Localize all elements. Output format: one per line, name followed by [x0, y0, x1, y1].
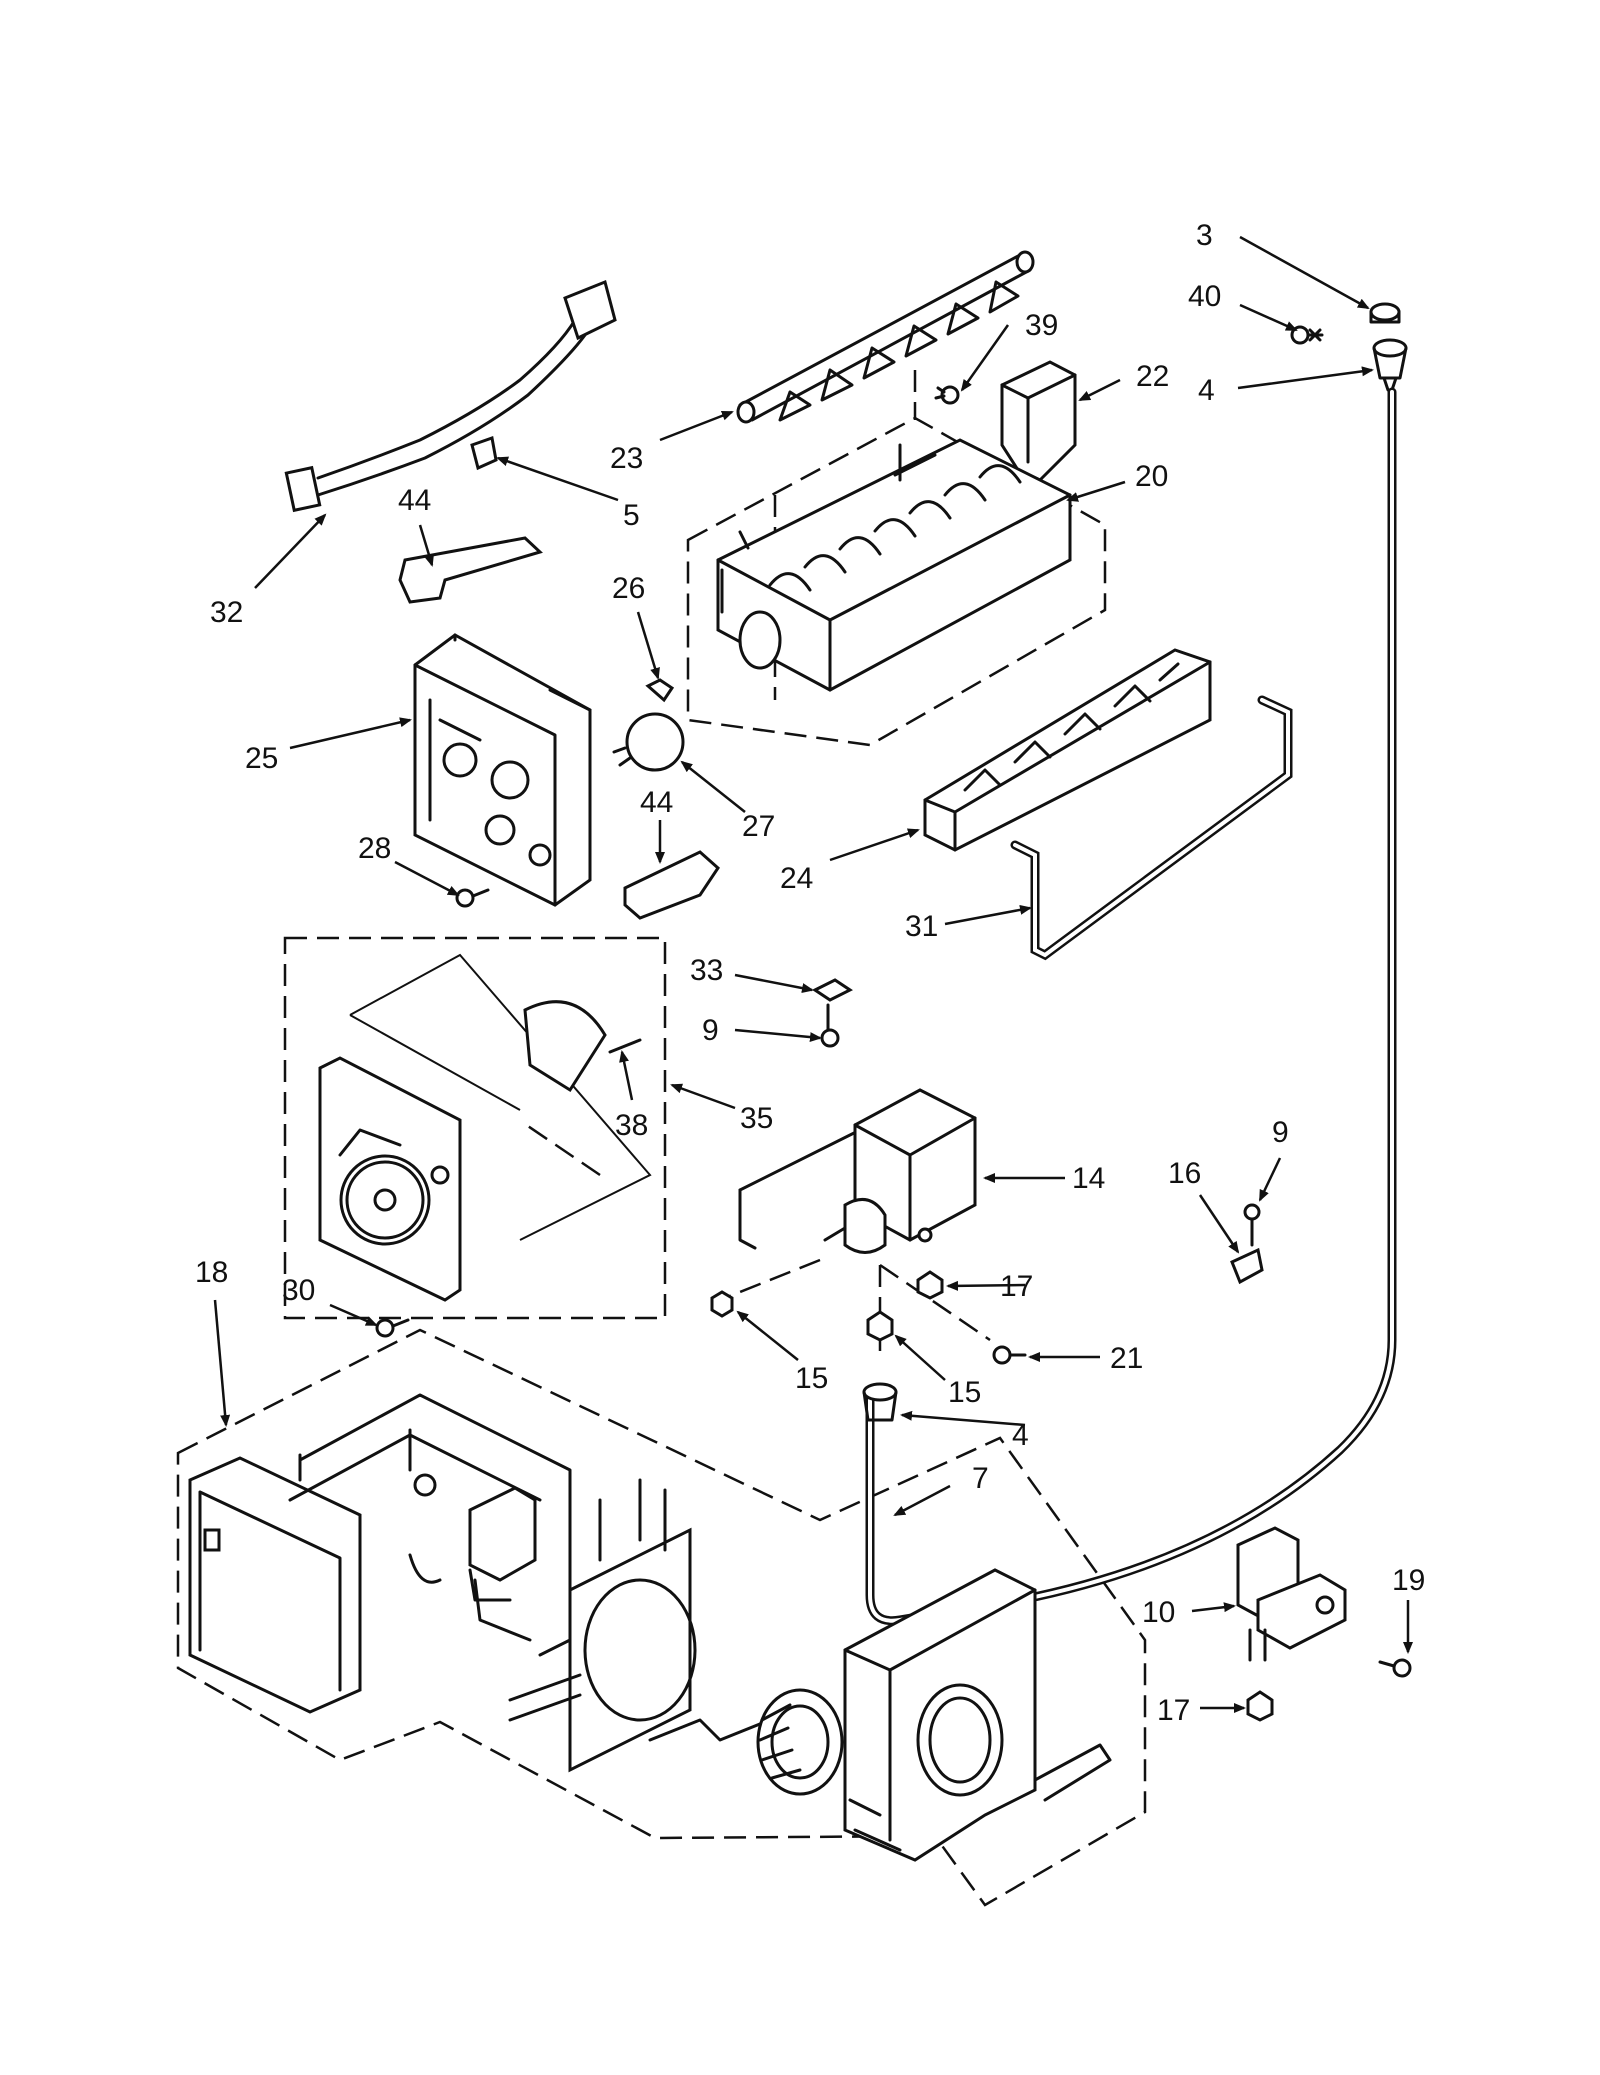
part-22-fill-cup	[1000, 360, 1077, 482]
assembly-outline-35	[283, 936, 667, 1320]
part-5-clip	[470, 436, 498, 471]
callout-35: 35	[740, 1102, 773, 1135]
part-44-bracket-top	[398, 536, 543, 604]
part-10-inlet-valve	[1236, 1526, 1347, 1662]
part-17-nut-b	[1246, 1690, 1274, 1722]
part-15-nut-b	[866, 1310, 894, 1342]
part-18-housing	[188, 1393, 1112, 1862]
part-33-clip	[812, 978, 853, 1002]
callout-38: 38	[615, 1109, 648, 1142]
part-4-nut-top	[1372, 338, 1408, 392]
callout-33: 33	[690, 954, 723, 987]
part-3-clamp	[1369, 302, 1401, 324]
callout-23: 23	[610, 442, 643, 475]
callout-28: 28	[358, 832, 391, 865]
callout-19: 19	[1392, 1564, 1425, 1597]
leader-lines	[213, 235, 1413, 1713]
callout-39: 39	[1025, 309, 1058, 342]
water-tube-long	[865, 387, 1397, 1626]
callout-9-right: 9	[1272, 1116, 1289, 1149]
assembly-outline-18	[176, 1328, 1147, 1907]
part-31-arm	[1010, 695, 1293, 961]
callout-18: 18	[195, 1256, 228, 1289]
callout-10: 10	[1142, 1596, 1175, 1629]
callout-9-left: 9	[702, 1014, 719, 1047]
part-19-screw	[1378, 1658, 1412, 1678]
callout-4-lower: 4	[1012, 1419, 1029, 1452]
part-15-nut-a	[710, 1290, 734, 1318]
part-25-housing	[413, 633, 592, 907]
part-32-wire-harness	[284, 279, 617, 513]
part-14-water-valve	[738, 1088, 977, 1254]
callout-labels: 3 40 4 39 22 23 20 5 44 32 26 25 27 44 2…	[195, 219, 1425, 1727]
part-21-screw	[992, 1345, 1027, 1365]
callout-17-upper: 17	[1000, 1270, 1033, 1303]
part-44-bracket-lower	[623, 850, 720, 920]
callout-17-lower: 17	[1157, 1694, 1190, 1727]
part-17-nut-a	[916, 1270, 944, 1300]
callout-7: 7	[972, 1462, 989, 1495]
callout-40: 40	[1188, 280, 1221, 313]
callout-15-left: 15	[795, 1362, 828, 1395]
part-28-screw	[455, 888, 490, 908]
callout-25: 25	[245, 742, 278, 775]
callout-44-lower: 44	[640, 786, 673, 819]
part-9-screw-a	[820, 1003, 840, 1048]
part-27-motor	[612, 712, 685, 772]
callout-44-top: 44	[398, 484, 431, 517]
callout-30: 30	[282, 1274, 315, 1307]
part-4-nut-lower	[862, 1382, 898, 1422]
part-24-stripper	[923, 648, 1212, 852]
callout-5: 5	[623, 499, 640, 532]
callout-14: 14	[1072, 1162, 1105, 1195]
callout-27: 27	[742, 810, 775, 843]
part-9-screw-b	[1243, 1203, 1261, 1247]
callout-15-right: 15	[948, 1376, 981, 1409]
callout-3: 3	[1196, 219, 1213, 252]
callout-32: 32	[210, 596, 243, 629]
callout-21: 21	[1110, 1342, 1143, 1375]
callout-4-top: 4	[1198, 374, 1215, 407]
part-20-ice-mold	[716, 438, 1072, 692]
part-39-screw	[934, 385, 960, 405]
callout-31: 31	[905, 910, 938, 943]
part-30-screw	[375, 1318, 410, 1338]
part-26-clip	[645, 678, 675, 703]
part-23-ejector	[736, 250, 1035, 424]
part-16-clamp	[1230, 1247, 1264, 1285]
callout-26: 26	[612, 572, 645, 605]
part-40-screw	[1290, 325, 1324, 345]
callout-24: 24	[780, 862, 813, 895]
callout-16: 16	[1168, 1157, 1201, 1190]
callout-22: 22	[1136, 360, 1169, 393]
part-35-motor-module	[318, 1000, 642, 1302]
callout-20: 20	[1135, 460, 1168, 493]
